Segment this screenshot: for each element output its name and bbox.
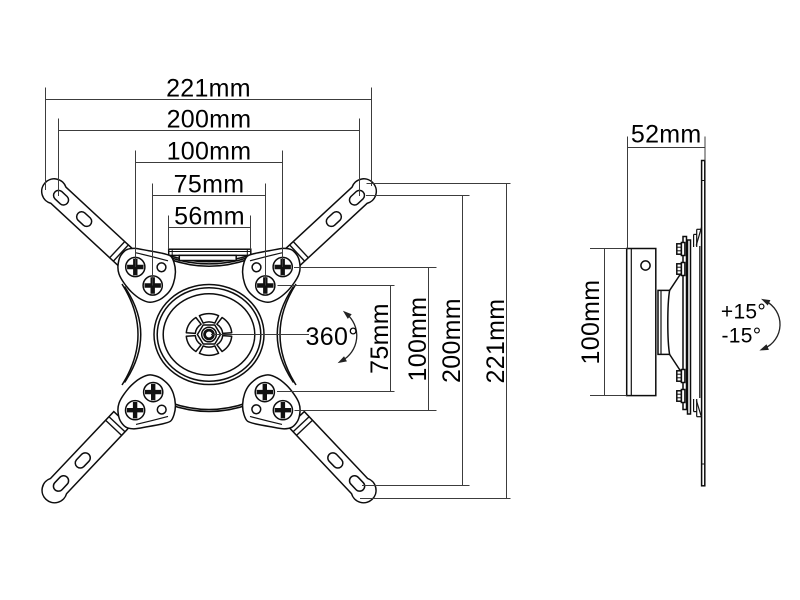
svg-text:56mm: 56mm xyxy=(174,202,245,230)
svg-text:+15°: +15° xyxy=(721,300,766,323)
svg-text:221mm: 221mm xyxy=(166,74,251,102)
svg-text:52mm: 52mm xyxy=(631,121,702,149)
svg-text:100mm: 100mm xyxy=(404,297,432,382)
svg-text:100mm: 100mm xyxy=(577,280,605,365)
svg-text:360°: 360° xyxy=(306,323,359,351)
svg-text:75mm: 75mm xyxy=(174,170,245,198)
svg-text:100mm: 100mm xyxy=(167,137,252,165)
svg-text:221mm: 221mm xyxy=(482,299,510,384)
svg-text:75mm: 75mm xyxy=(366,303,394,374)
svg-text:200mm: 200mm xyxy=(438,298,466,383)
svg-text:-15°: -15° xyxy=(722,325,762,348)
svg-text:200mm: 200mm xyxy=(167,105,252,133)
